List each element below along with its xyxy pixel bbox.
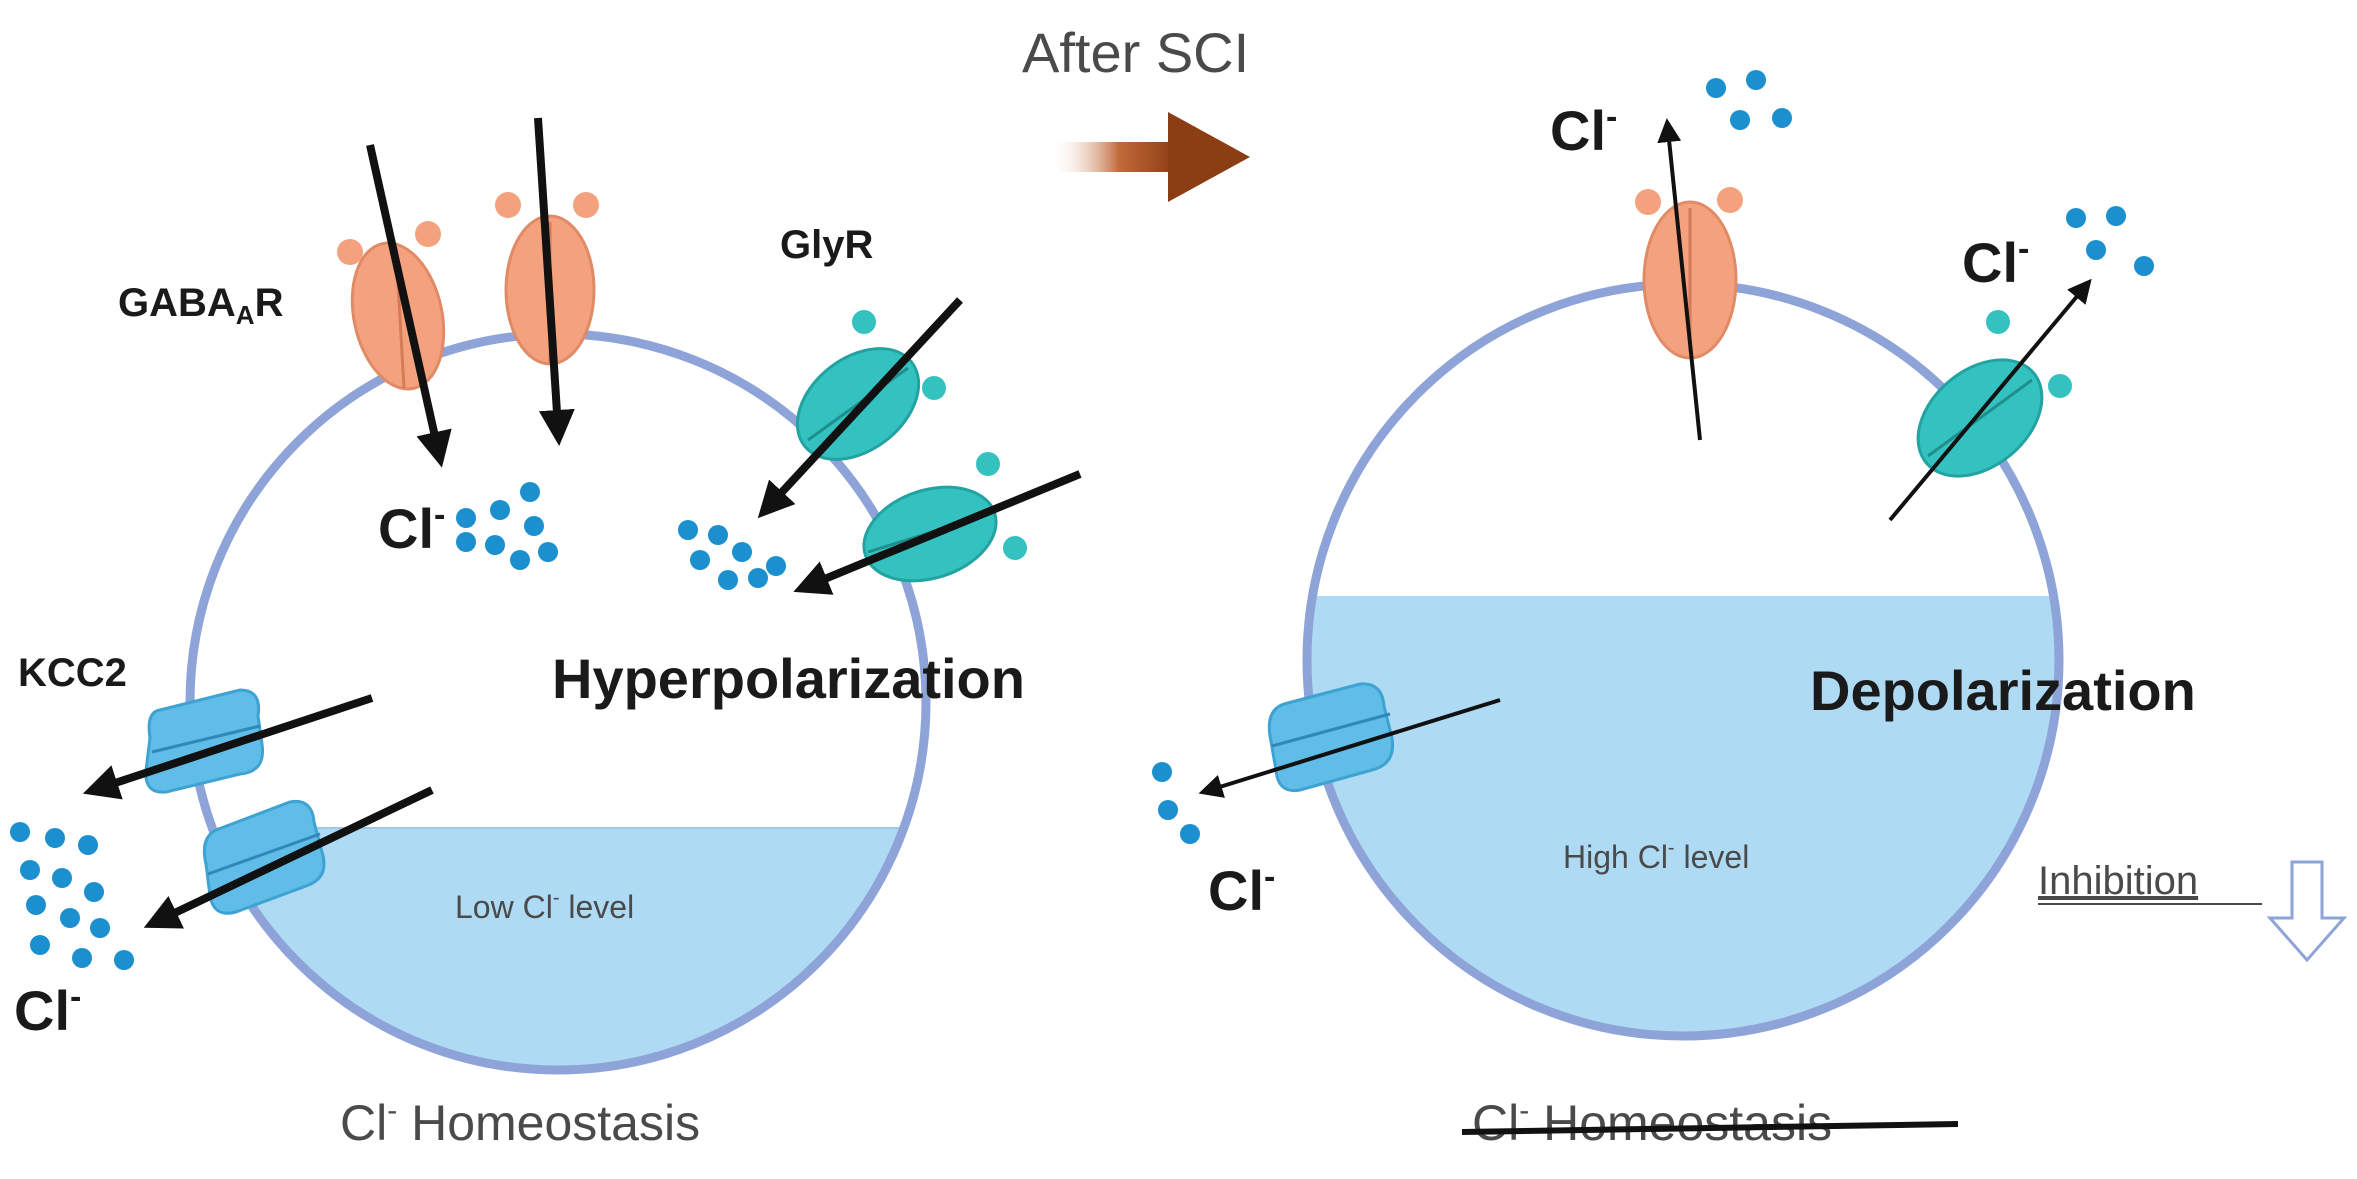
hyperpolarization-label: Hyperpolarization [552, 647, 1025, 710]
inhibition-label: Inhibition [2038, 859, 2198, 903]
inhibition-down-arrow-icon [2266, 860, 2348, 963]
transition-arrow-head [1168, 112, 1250, 202]
left-caption: Cl- Homeostasis [340, 1094, 700, 1151]
gaba-influx-arrows [366, 117, 575, 468]
left-gaba-ion-dots [456, 482, 558, 570]
left-glyr-ion-dots [678, 520, 786, 590]
right-gaba-ion-dots [1706, 70, 1792, 130]
right-kcc2-ion-dots [1152, 762, 1200, 844]
gaba-chloride-label: Cl- [378, 496, 445, 560]
gaba-receptor-1 [337, 221, 446, 391]
kcc2-label: KCC2 [18, 651, 127, 695]
right-glyr-chloride-label: Cl- [1962, 230, 2029, 294]
right-efflux-arrows [1198, 118, 2092, 798]
left-cell: GABAAR GlyR KCC2 Cl- Cl- Hyperpolarizati… [10, 117, 1082, 1151]
after-sci-label: After SCI [1022, 21, 1249, 84]
left-kcc2-ion-dots [10, 822, 134, 970]
kcc2-chloride-label: Cl- [14, 978, 81, 1042]
glyr-influx-arrows [757, 297, 1082, 595]
kcc2-efflux-arrows [82, 694, 434, 929]
right-top-chloride-label: Cl- [1550, 98, 1617, 162]
glycine-receptor-2 [862, 452, 1027, 583]
depolarization-label: Depolarization [1810, 659, 2196, 722]
right-caption: Cl- Homeostasis [1472, 1094, 1832, 1151]
right-glyr-ion-dots [2066, 206, 2154, 276]
gaba-receptor-label: GABAAR [118, 281, 284, 330]
low-chloride-level-label: Low Cl- level [455, 887, 634, 925]
transition: After SCI [1022, 21, 1250, 202]
glyr-label: GlyR [780, 223, 873, 267]
glycine-receptor-1 [795, 310, 946, 461]
strikethrough-line [1461, 1121, 1959, 1135]
right-cell: Cl- Cl- Cl- Depolarization High Cl- leve… [1152, 70, 2348, 1151]
transition-arrow-shaft [1050, 142, 1175, 172]
high-chloride-level-label: High Cl- level [1563, 837, 1749, 875]
right-kcc2-chloride-label: Cl- [1208, 858, 1275, 922]
